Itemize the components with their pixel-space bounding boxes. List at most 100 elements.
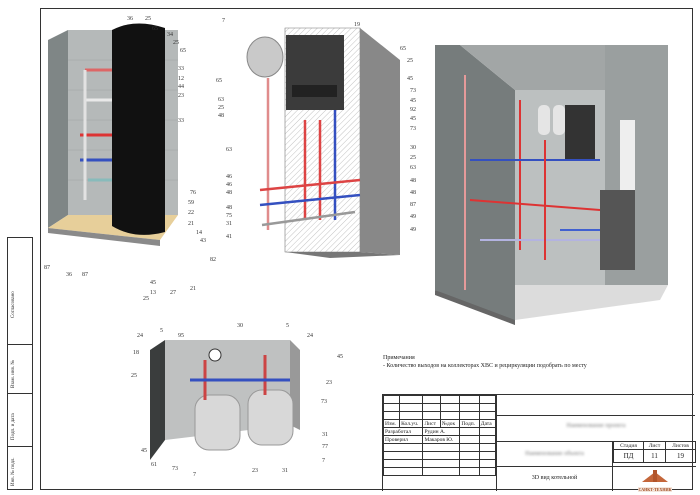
callout: 19 <box>354 22 360 28</box>
callout: 45 <box>337 354 343 360</box>
callout: 59 <box>188 200 194 206</box>
callout: 25 <box>131 373 137 379</box>
stamp-sign-date: Подп. и дата <box>11 413 16 440</box>
callout: 23 <box>178 93 184 99</box>
callout: 21 <box>188 221 194 227</box>
callout: 46 <box>226 182 232 188</box>
header-date: Дата <box>478 419 497 428</box>
callout: 7 <box>193 472 196 478</box>
callout: 31 <box>226 221 232 227</box>
callout: 44 <box>178 84 184 90</box>
callout: 25 <box>173 40 179 46</box>
view-bottom-tanks <box>150 340 300 460</box>
callout: 23 <box>326 380 332 386</box>
callout: 48 <box>410 190 416 196</box>
view-left-boiler-cylinder <box>48 23 178 246</box>
callout: 25 <box>145 16 151 22</box>
callout: 63 <box>410 165 416 171</box>
side-stamp: Согласовано Взам. инв. № Подп. и дата Ин… <box>7 237 33 490</box>
callout: 48 <box>226 205 232 211</box>
callout: 49 <box>410 214 416 220</box>
callout: 23 <box>252 468 258 474</box>
callout: 34 <box>167 32 173 38</box>
stamp-inv-orig: Инв. № подл. <box>11 457 16 487</box>
sheet-value: 11 <box>642 449 666 463</box>
object-name: Наименование объекта <box>525 451 584 457</box>
callout: 14 <box>196 230 202 236</box>
callout: 30 <box>410 145 416 151</box>
header-kol: Кол.уч. <box>399 419 424 428</box>
checked-label: Проверил <box>382 435 424 444</box>
callout: 36 <box>66 272 72 278</box>
callout: 76 <box>190 190 196 196</box>
callout: 48 <box>410 178 416 184</box>
project-name: Наименование проекта <box>566 423 626 429</box>
callout: 25 <box>218 105 224 111</box>
stage-label: Стадия <box>613 441 644 450</box>
callout: 65 <box>152 26 158 32</box>
callout: 45 <box>407 76 413 82</box>
callout: 46 <box>226 174 232 180</box>
callout: 48 <box>226 190 232 196</box>
callout: 33 <box>178 66 184 72</box>
callout: 43 <box>200 238 206 244</box>
notes-heading: Примечания <box>383 355 415 361</box>
callout: 77 <box>322 444 328 450</box>
header-izm: Изм. <box>382 419 401 428</box>
sheet-label: Лист <box>642 441 666 450</box>
callout: 13 <box>150 290 156 296</box>
callout: 87 <box>82 272 88 278</box>
callout: 63 <box>218 97 224 103</box>
sheets-value: 19 <box>664 449 697 463</box>
callout: 24 <box>307 333 313 339</box>
company-logo: САНКТ-ТЕХНИК <box>638 469 672 492</box>
callout: 63 <box>226 147 232 153</box>
callout: 73 <box>321 399 327 405</box>
callout: 12 <box>178 76 184 82</box>
callout: 21 <box>190 286 196 292</box>
callout: 65 <box>216 78 222 84</box>
callout: 5 <box>160 328 163 334</box>
callout: 45 <box>141 448 147 454</box>
callout: 7 <box>322 458 325 464</box>
callout: 45 <box>150 280 156 286</box>
developed-name: Рудин А. <box>422 427 461 436</box>
revision-table: Изм. Кол.уч. Лист №док Подп. Дата Разраб… <box>382 395 497 476</box>
callout: 36 <box>127 16 133 22</box>
callout: 30 <box>237 323 243 329</box>
callout: 25 <box>143 296 149 302</box>
callout: 73 <box>410 88 416 94</box>
logo-text: САНКТ-ТЕХНИК <box>638 487 672 492</box>
callout: 5 <box>286 323 289 329</box>
callout: 31 <box>322 432 328 438</box>
notes: Примечания - Количество выходов на колле… <box>383 354 587 370</box>
header-ndoc: №док <box>439 419 461 428</box>
callout: 61 <box>151 462 157 468</box>
callout: 18 <box>133 350 139 356</box>
callout: 95 <box>178 333 184 339</box>
stage-value: ПД <box>613 449 644 463</box>
checked-name: Макаров Ю. <box>422 435 461 444</box>
callout: 73 <box>410 126 416 132</box>
callout: 73 <box>172 466 178 472</box>
view-right-room <box>435 45 668 325</box>
sheets-label: Листов <box>664 441 697 450</box>
view-middle-wall-boiler <box>246 27 400 258</box>
callout: 22 <box>188 210 194 216</box>
callout: 65 <box>180 48 186 54</box>
header-sign: Подп. <box>459 419 480 428</box>
sheet-frame <box>40 8 693 490</box>
callout: 87 <box>44 265 50 271</box>
stamp-agreed: Согласовано <box>11 291 16 318</box>
callout: 92 <box>410 107 416 113</box>
notes-item: - Количество выходов на коллекторах ХВС … <box>383 363 587 369</box>
callout: 33 <box>178 118 184 124</box>
callout: 49 <box>410 227 416 233</box>
callout: 82 <box>210 257 216 263</box>
callout: 24 <box>137 333 143 339</box>
callout: 75 <box>226 213 232 219</box>
callout: 65 <box>400 46 406 52</box>
callout: 7 <box>222 18 225 24</box>
